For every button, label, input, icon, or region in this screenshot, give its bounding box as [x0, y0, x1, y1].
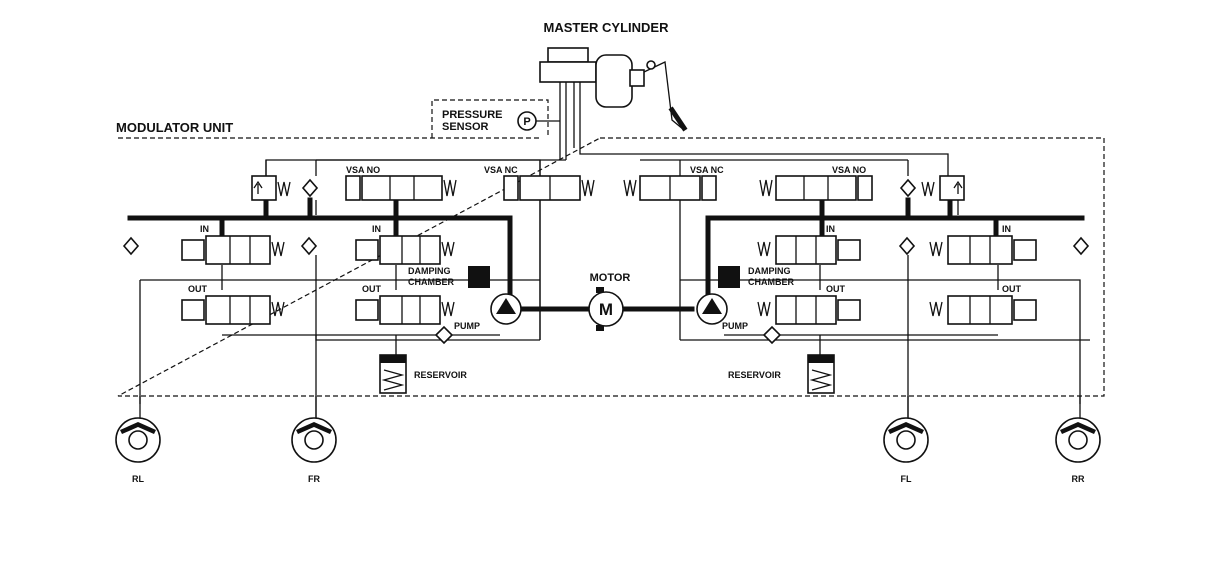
master-cylinder — [539, 47, 688, 132]
pressure-sensor-symbol: P — [523, 116, 530, 128]
motor-symbol: M — [599, 300, 613, 319]
check-valve-right-top — [899, 178, 917, 198]
reservoir-left — [379, 354, 407, 394]
vsa-nc-valve-left — [503, 175, 595, 201]
vsa-nc-label-right: VSA NC — [690, 165, 724, 175]
in-valve-rr — [929, 235, 1037, 265]
out-label-fl: OUT — [826, 284, 846, 294]
vsa-no-label-left: VSA NO — [346, 165, 380, 175]
pump-left — [490, 293, 522, 325]
in-label-fr: IN — [372, 224, 381, 234]
motor: M — [588, 287, 624, 331]
modulator-unit-boundary — [117, 137, 1105, 397]
vsa-nc-label-left: VSA NC — [484, 165, 518, 175]
in-label-rl: IN — [200, 224, 209, 234]
wheel-brake-fl — [883, 396, 929, 463]
damping-chamber-label-left-2: CHAMBER — [408, 277, 454, 287]
damping-chamber-label-left-1: DAMPING — [408, 266, 451, 276]
in-valve-fr — [355, 235, 455, 265]
wheel-label-rr: RR — [1072, 474, 1085, 484]
out-label-rr: OUT — [1002, 284, 1022, 294]
out-valve-fl — [757, 295, 861, 325]
reservoir-label-right: RESERVOIR — [728, 370, 781, 380]
in-valve-rl — [181, 235, 285, 265]
out-valve-rr — [929, 295, 1037, 325]
pump-right — [696, 293, 728, 325]
damping-chamber-label-right-2: CHAMBER — [748, 277, 794, 287]
wheel-brake-fr — [291, 396, 337, 463]
damping-chamber-label-right-1: DAMPING — [748, 266, 791, 276]
in-label-rr: IN — [1002, 224, 1011, 234]
wheel-label-fr: FR — [308, 474, 320, 484]
out-valve-fr — [355, 295, 455, 325]
vsa-nc-valve-right — [623, 175, 717, 201]
check-valve-left-top — [301, 178, 319, 198]
out-label-rl: OUT — [188, 284, 208, 294]
check-valves — [122, 236, 1090, 345]
pressure-sensor-label-1: PRESSURE — [442, 109, 503, 121]
wheel-label-fl: FL — [901, 474, 912, 484]
damping-chamber-right — [718, 266, 740, 288]
wheel-label-rl: RL — [132, 474, 144, 484]
reservoir-right — [807, 354, 835, 394]
out-label-fr: OUT — [362, 284, 382, 294]
pressure-sensor: P — [517, 111, 560, 131]
vsa-no-valve-left — [345, 175, 457, 201]
reservoir-label-left: RESERVOIR — [414, 370, 467, 380]
vsa-no-label-right: VSA NO — [832, 165, 866, 175]
pressure-sensor-label-2: SENSOR — [442, 121, 489, 133]
motor-label: MOTOR — [590, 272, 631, 284]
out-valve-rl — [181, 295, 285, 325]
vsa-no-valve-right — [759, 175, 873, 201]
relief-valve-right — [921, 175, 965, 201]
wheel-brake-rl — [115, 396, 161, 463]
modulator-unit-label: MODULATOR UNIT — [116, 120, 233, 135]
master-cylinder-label: MASTER CYLINDER — [544, 20, 670, 35]
pressure-sensor-boundary — [431, 99, 549, 138]
pump-label-right: PUMP — [722, 321, 748, 331]
wheel-brake-rr — [1055, 396, 1101, 463]
in-label-fl: IN — [826, 224, 835, 234]
damping-chamber-left — [468, 266, 490, 288]
pump-label-left: PUMP — [454, 321, 480, 331]
in-valve-fl — [757, 235, 861, 265]
relief-valve-left — [251, 175, 291, 201]
